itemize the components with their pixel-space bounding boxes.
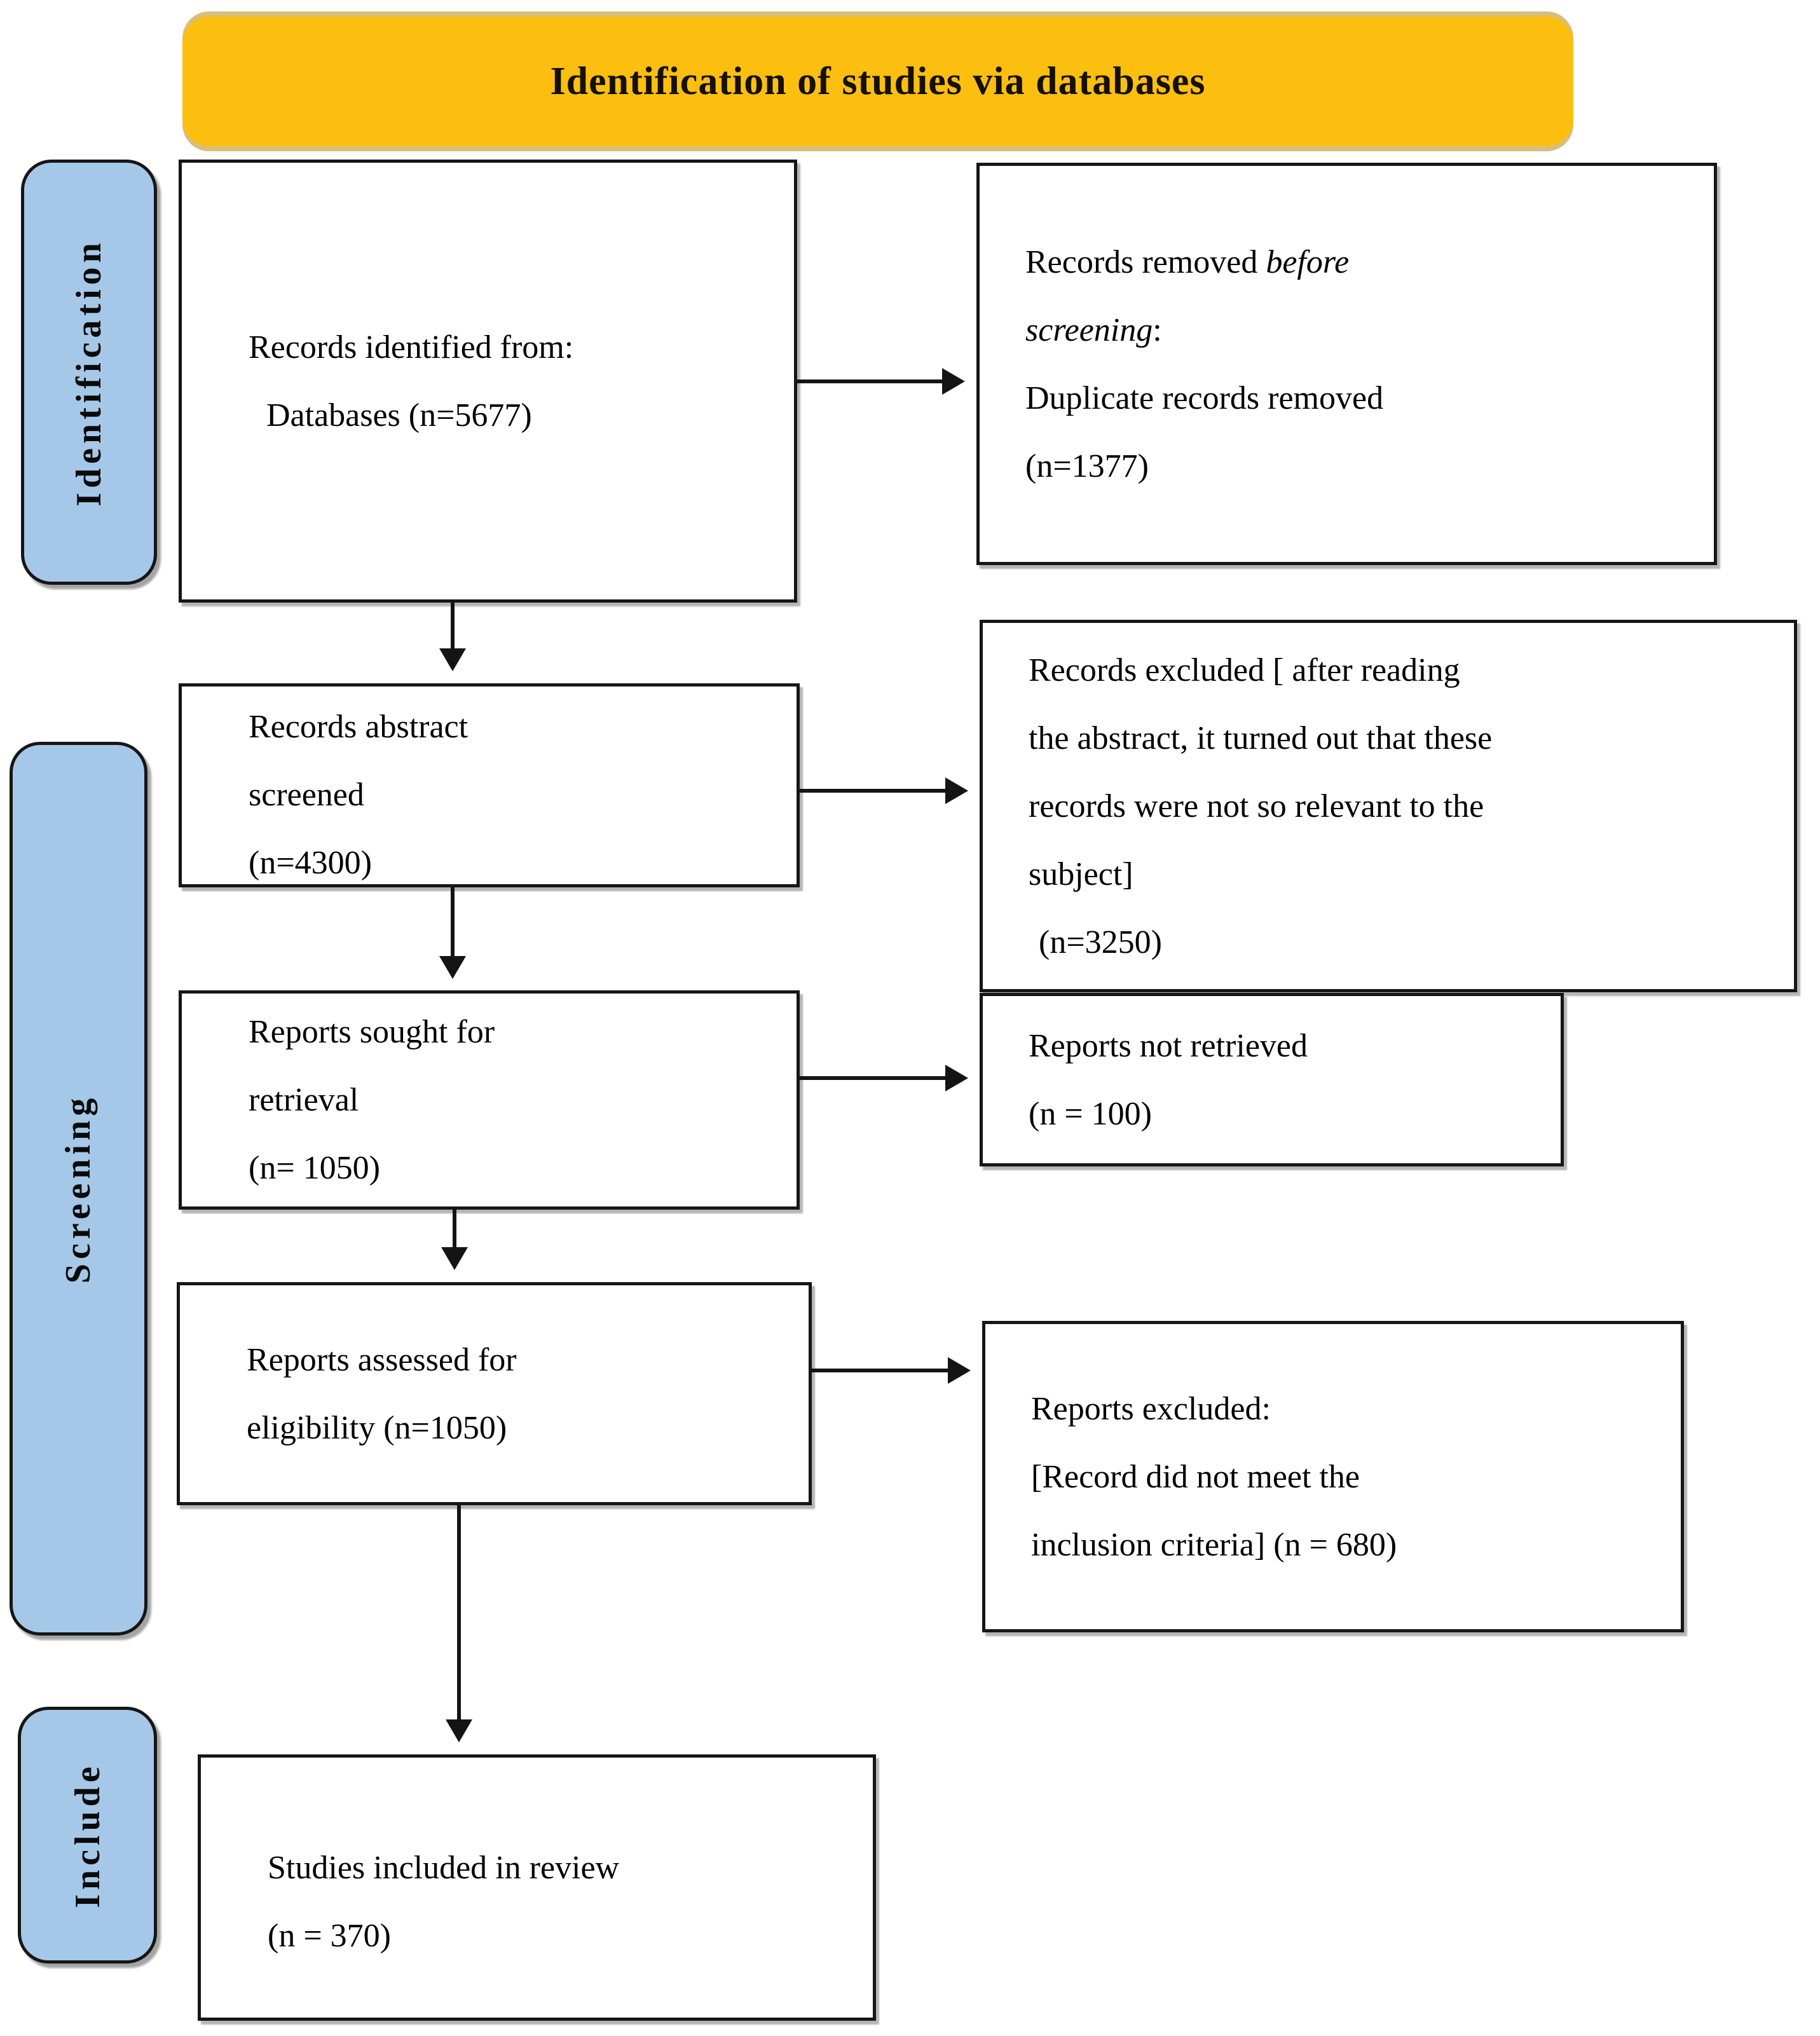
box-line: Records abstract xyxy=(249,709,469,745)
header-title: Identification of studies via databases xyxy=(550,59,1206,103)
flow-box-reports-assessed: Reports assessed for eligibility (n=1050… xyxy=(177,1282,812,1505)
box-line: Records removed before xyxy=(1025,243,1350,280)
box-line: records were not so relevant to the xyxy=(1029,788,1484,824)
box-line: (n=4300) xyxy=(249,845,372,881)
header-banner: Identification of studies via databases xyxy=(182,17,1573,146)
box-line: inclusion criteria] (n = 680) xyxy=(1031,1526,1397,1563)
box-line: retrieval xyxy=(249,1082,359,1118)
box-line: [Record did not meet the xyxy=(1031,1458,1360,1495)
flow-box-records-abstract-screened: Records abstract screened (n=4300) xyxy=(179,683,800,887)
stage-label-text: Include xyxy=(67,1762,107,1908)
box-line: eligibility (n=1050) xyxy=(247,1409,507,1446)
box-line: the abstract, it turned out that these xyxy=(1029,720,1493,756)
box-line: Reports not retrieved xyxy=(1029,1027,1308,1064)
flow-box-studies-included: Studies included in review (n = 370) xyxy=(198,1754,876,2021)
box-line: screened xyxy=(249,777,364,813)
box-line: (n=1377) xyxy=(1025,448,1149,484)
box-line: subject] xyxy=(1029,856,1133,892)
box-line: (n = 100) xyxy=(1029,1095,1152,1132)
side-box-reports-not-retrieved: Reports not retrieved (n = 100) xyxy=(980,993,1564,1166)
box-line: Studies included in review xyxy=(268,1850,620,1886)
side-box-records-excluded: Records excluded [ after reading the abs… xyxy=(980,620,1797,992)
stage-label-text: Screening xyxy=(58,1093,99,1284)
side-box-records-removed: Records removed before screening: Duplic… xyxy=(976,163,1717,565)
box-line: Reports sought for xyxy=(249,1014,495,1050)
box-line: (n = 370) xyxy=(268,1918,391,1954)
stage-label-text: Identification xyxy=(69,238,109,507)
box-line: (n= 1050) xyxy=(249,1150,380,1186)
box-line: Databases (n=5677) xyxy=(266,397,532,434)
flow-box-records-identified: Records identified from: Databases (n=56… xyxy=(179,160,797,603)
stage-label-identification: Identification xyxy=(21,160,157,585)
box-line: Reports assessed for xyxy=(247,1341,517,1378)
box-line: Reports excluded: xyxy=(1031,1390,1271,1427)
box-line: Duplicate records removed xyxy=(1025,379,1384,416)
box-line: Records excluded [ after reading xyxy=(1029,652,1460,688)
flow-box-reports-sought: Reports sought for retrieval (n= 1050) xyxy=(179,990,800,1210)
side-box-reports-excluded: Reports excluded: [Record did not meet t… xyxy=(982,1321,1684,1632)
box-line: Records identified from: xyxy=(249,329,574,366)
stage-label-screening: Screening xyxy=(10,742,147,1636)
box-line: (n=3250) xyxy=(1039,924,1162,960)
stage-label-include: Include xyxy=(18,1707,157,1964)
box-line: screening: xyxy=(1025,311,1162,348)
